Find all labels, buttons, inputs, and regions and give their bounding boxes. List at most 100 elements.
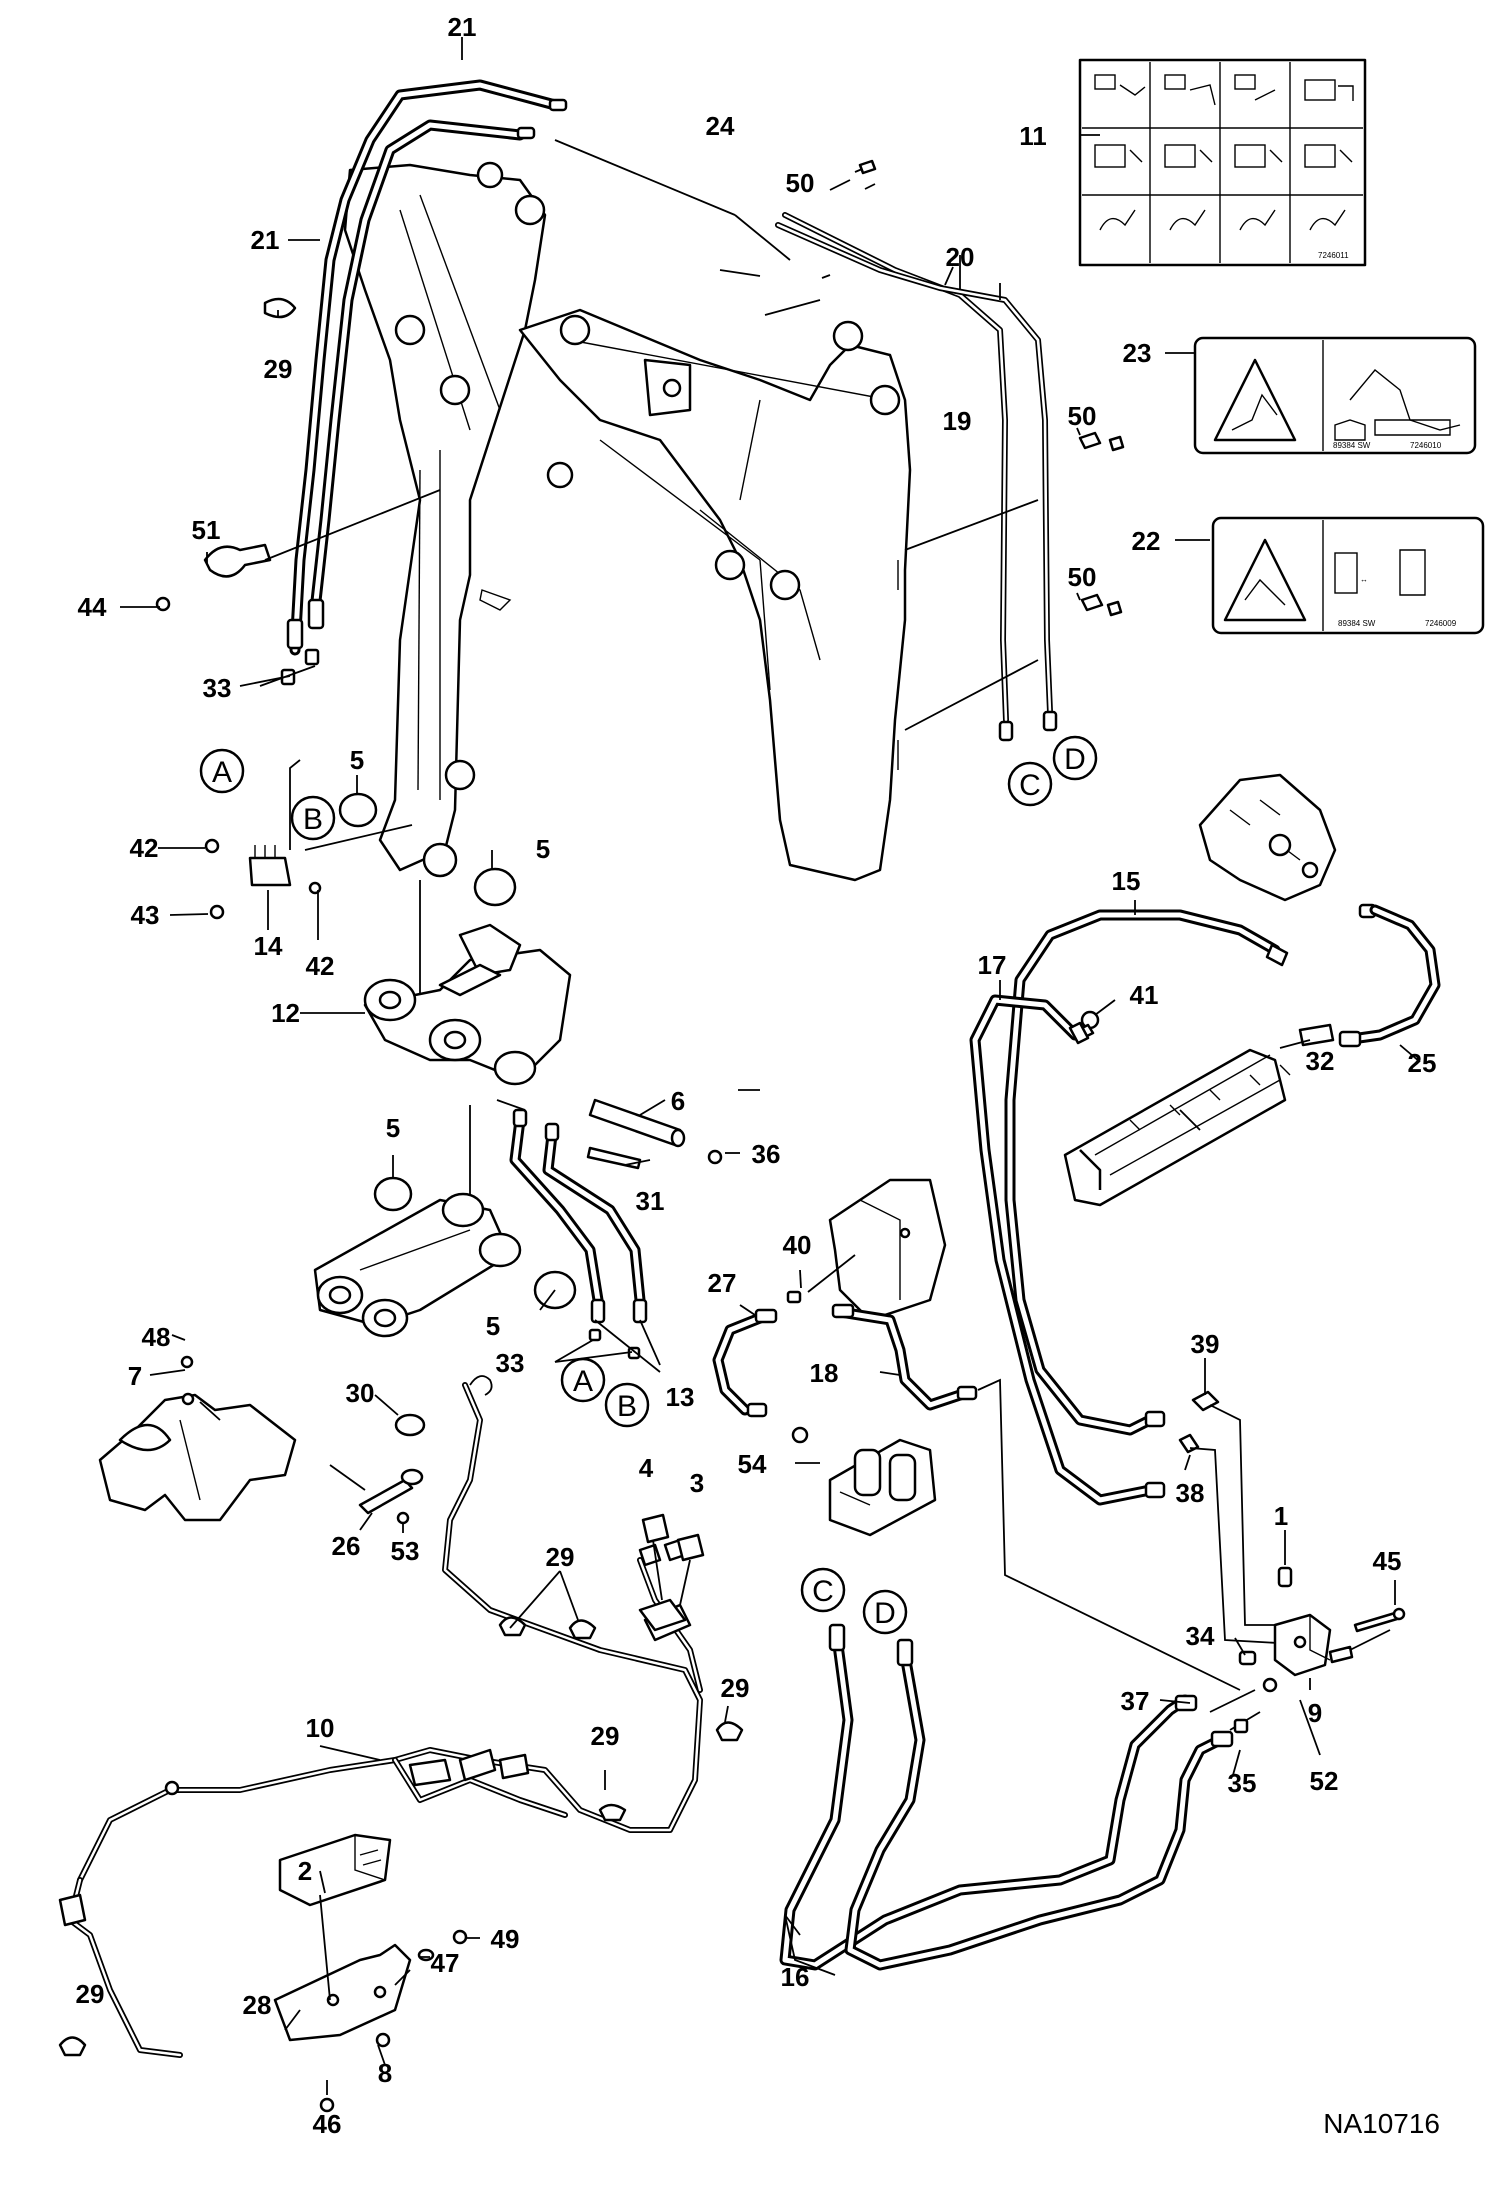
callout-27: 27: [708, 1268, 737, 1298]
leader-lines: [120, 37, 1421, 2095]
callout-37: 37: [1121, 1686, 1150, 1716]
hoses-15-17-25: [969, 904, 1441, 1644]
connector-c-lower: [800, 1567, 846, 1613]
callout-4: 4: [639, 1453, 654, 1483]
connector-d-lower-label: D: [874, 1597, 896, 1630]
callout-numbers: 21 21 29 51 44 33 5 42 5 43 14 42 12 6 3…: [76, 12, 1437, 2139]
callout-29-right: 29: [721, 1673, 750, 1703]
callout-33-lower: 33: [496, 1348, 525, 1378]
boom-hoses-21: [280, 79, 791, 686]
callout-54: 54: [738, 1449, 767, 1479]
callout-5-b: 5: [536, 834, 550, 864]
hoses-16: [779, 1623, 1249, 1971]
decal-11-code: 7246011: [1318, 251, 1349, 260]
callout-5-a: 5: [350, 745, 364, 775]
decal-11: 7246011: [1078, 58, 1367, 267]
callout-53: 53: [391, 1536, 420, 1566]
connector-a-lower: [560, 1357, 606, 1403]
callout-13: 13: [666, 1382, 695, 1412]
boom-arm-assembly: [343, 161, 912, 1010]
decal-22-part-text: 89384 SW: [1338, 619, 1376, 628]
callout-10: 10: [306, 1713, 335, 1743]
callout-8: 8: [378, 2058, 392, 2088]
callout-25: 25: [1408, 1048, 1437, 1078]
misc-bolts: [764, 159, 1406, 1633]
connector-b-lower-label: B: [617, 1390, 637, 1423]
harness-10: [58, 1375, 744, 2058]
callout-5-d: 5: [486, 1311, 500, 1341]
callout-30: 30: [346, 1378, 375, 1408]
svg-text:↔: ↔: [1360, 575, 1368, 584]
connector-b-upper: [290, 795, 336, 841]
callout-48: 48: [142, 1322, 171, 1352]
control-valve-41: [1063, 1010, 1291, 1207]
callout-51: 51: [192, 515, 221, 545]
callout-41: 41: [1130, 980, 1159, 1010]
callout-33-upper: 33: [203, 673, 232, 703]
callout-23: 23: [1123, 338, 1152, 368]
connector-c-lower-label: C: [812, 1575, 834, 1608]
callout-9: 9: [1308, 1698, 1322, 1728]
controller-module: [273, 1833, 468, 2113]
callout-42-a: 42: [130, 833, 159, 863]
callout-47: 47: [431, 1948, 460, 1978]
decal-23: 89384 SW 7246010: [1193, 336, 1477, 455]
connector-c-upper: [1007, 761, 1053, 807]
harness-clamp-parts: [329, 1413, 426, 1525]
connector-markers: A B C D A B C D: [199, 735, 1098, 1635]
figure-id: NA10716: [1323, 2108, 1440, 2139]
callout-40: 40: [783, 1230, 812, 1260]
callout-19: 19: [943, 406, 972, 436]
callout-49: 49: [491, 1924, 520, 1954]
connector-a-upper: [199, 748, 245, 794]
callout-14: 14: [254, 931, 283, 961]
bracket-7: [98, 1355, 297, 1522]
callout-16: 16: [781, 1962, 810, 1992]
callout-29-lower: 29: [591, 1721, 620, 1751]
callout-50-low: 50: [1068, 562, 1097, 592]
callout-21-side: 21: [251, 225, 280, 255]
connector-d-lower: [862, 1589, 908, 1635]
callout-32: 32: [1306, 1046, 1335, 1076]
callout-50-mid: 50: [1068, 401, 1097, 431]
callout-6: 6: [671, 1086, 685, 1116]
callout-46: 46: [313, 2109, 342, 2139]
decal-23-code: 7246010: [1410, 441, 1442, 450]
control-housing: [791, 1178, 947, 1537]
callout-24: 24: [706, 111, 735, 141]
callout-31: 31: [636, 1186, 665, 1216]
connector-a-lower-label: A: [573, 1365, 593, 1398]
connector-c-upper-label: C: [1019, 769, 1041, 802]
callout-39: 39: [1191, 1329, 1220, 1359]
callout-36: 36: [752, 1139, 781, 1169]
callout-22: 22: [1132, 526, 1161, 556]
callout-44: 44: [78, 592, 107, 622]
callout-26: 26: [332, 1531, 361, 1561]
callout-18: 18: [810, 1358, 839, 1388]
hoses-27-18: [712, 1254, 1241, 1691]
connector-d-upper: [1052, 735, 1098, 781]
hoses-13: [496, 1099, 648, 1360]
callout-45: 45: [1373, 1546, 1402, 1576]
callout-15: 15: [1112, 866, 1141, 896]
callout-21-top: 21: [448, 12, 477, 42]
connector-a-upper-label: A: [212, 756, 232, 789]
diverter-valve-9: [1209, 1566, 1391, 1731]
callout-52: 52: [1310, 1766, 1339, 1796]
callout-17: 17: [978, 950, 1007, 980]
callout-38: 38: [1176, 1478, 1205, 1508]
callout-42-b: 42: [306, 951, 335, 981]
callout-29-far-left: 29: [76, 1979, 105, 2009]
callout-28: 28: [243, 1990, 272, 2020]
link-assembly: [313, 1192, 522, 1338]
callout-20: 20: [946, 242, 975, 272]
connector-b-upper-label: B: [303, 803, 323, 836]
callout-50-top: 50: [786, 168, 815, 198]
callout-43: 43: [131, 900, 160, 930]
decal-22: ↔ 89384 SW 7246009: [1211, 516, 1485, 635]
callout-3: 3: [690, 1468, 704, 1498]
callout-34: 34: [1186, 1621, 1215, 1651]
tube-lines: [775, 212, 1058, 742]
callout-7: 7: [128, 1361, 142, 1391]
